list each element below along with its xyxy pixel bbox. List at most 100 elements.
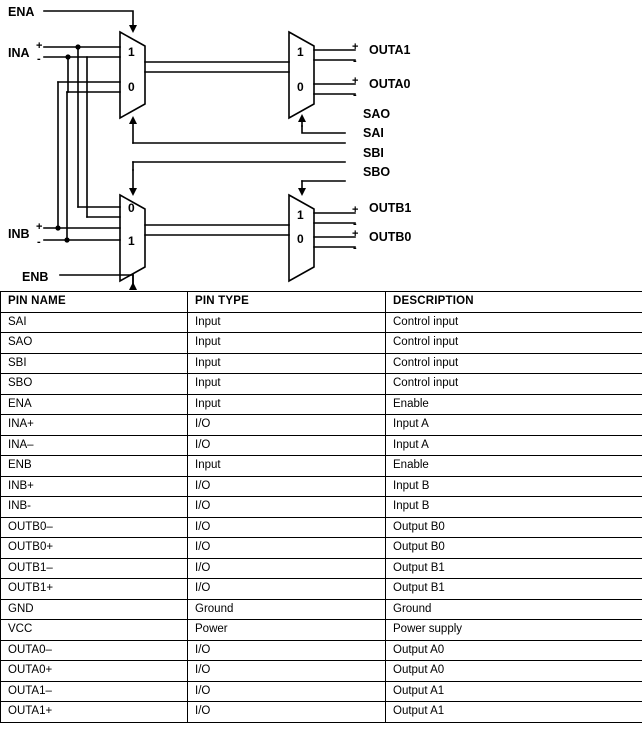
cell-description: Input B — [385, 475, 642, 497]
column-header-pin-type: PIN TYPE — [187, 291, 386, 313]
cell-pin-type: I/O — [187, 434, 386, 456]
cell-description: Enable — [385, 455, 642, 477]
cell-description: Control input — [385, 332, 642, 354]
cell-description: Output A1 — [385, 701, 642, 723]
mux-b1-sel-0: 0 — [128, 201, 135, 215]
label-sbo: SBO — [363, 165, 390, 179]
label-sai: SAI — [363, 126, 384, 140]
mux-a1-sel-1: 1 — [128, 45, 135, 59]
cell-pin-type: Input — [187, 373, 386, 395]
polarity-outb1-plus: + — [352, 204, 358, 216]
cell-pin-name: OUTA1– — [0, 680, 188, 702]
cell-pin-name: SAO — [0, 332, 188, 354]
cell-pin-type: Power — [187, 619, 386, 641]
cell-pin-type: I/O — [187, 475, 386, 497]
cell-pin-type: Input — [187, 393, 386, 415]
label-sbi: SBI — [363, 146, 384, 160]
cell-pin-name: INB+ — [0, 475, 188, 497]
mux-b2-sel-1: 1 — [297, 208, 304, 222]
cell-pin-name: SBI — [0, 352, 188, 374]
polarity-outa1-minus: - — [353, 55, 357, 67]
cell-pin-name: VCC — [0, 619, 188, 641]
cell-pin-name: OUTB1– — [0, 557, 188, 579]
cell-description: Output B0 — [385, 516, 642, 538]
cell-pin-type: I/O — [187, 496, 386, 518]
mux-a1-sel-0: 0 — [128, 80, 135, 94]
polarity-outb0-plus: + — [352, 228, 358, 240]
cell-pin-type: I/O — [187, 680, 386, 702]
cell-pin-name: GND — [0, 598, 188, 620]
cell-description: Control input — [385, 352, 642, 374]
cell-description: Output B0 — [385, 537, 642, 559]
cell-description: Input A — [385, 434, 642, 456]
cell-pin-type: I/O — [187, 578, 386, 600]
cell-pin-name: INB- — [0, 496, 188, 518]
cell-pin-type: Ground — [187, 598, 386, 620]
label-inb: INB — [8, 227, 30, 241]
cell-pin-type: I/O — [187, 639, 386, 661]
polarity-ina-minus: - — [37, 53, 41, 65]
column-header-pin-name: PIN NAME — [0, 291, 188, 313]
cell-pin-type: Input — [187, 332, 386, 354]
cell-pin-name: OUTA1+ — [0, 701, 188, 723]
polarity-outa0-plus: + — [352, 75, 358, 87]
cell-description: Input B — [385, 496, 642, 518]
block-diagram: 1 0 1 0 0 1 1 0 ENA INA INB ENB OUTA1 OU… — [0, 0, 642, 290]
polarity-inb-plus: + — [36, 221, 42, 233]
column-header-description: DESCRIPTION — [385, 291, 642, 313]
polarity-outa1-plus: + — [352, 41, 358, 53]
cell-pin-name: INA– — [0, 434, 188, 456]
cell-pin-name: OUTB1+ — [0, 578, 188, 600]
cell-pin-name: ENB — [0, 455, 188, 477]
cell-pin-type: Input — [187, 352, 386, 374]
label-enb: ENB — [22, 270, 48, 284]
cell-description: Control input — [385, 373, 642, 395]
label-ena: ENA — [8, 5, 34, 19]
cell-pin-name: OUTB0– — [0, 516, 188, 538]
cell-pin-type: I/O — [187, 537, 386, 559]
cell-pin-name: SBO — [0, 373, 188, 395]
diagram-wires — [43, 10, 356, 290]
cell-pin-name: SAI — [0, 311, 188, 333]
cell-pin-name: ENA — [0, 393, 188, 415]
cell-description: Output B1 — [385, 557, 642, 579]
cell-pin-type: Input — [187, 455, 386, 477]
cell-description: Output A0 — [385, 639, 642, 661]
cell-pin-name: INA+ — [0, 414, 188, 436]
cell-pin-type: Input — [187, 311, 386, 333]
cell-pin-name: OUTA0+ — [0, 660, 188, 682]
cell-description: Output A0 — [385, 660, 642, 682]
cell-description: Ground — [385, 598, 642, 620]
polarity-outb1-minus: - — [353, 218, 357, 230]
cell-description: Power supply — [385, 619, 642, 641]
table-header-row: PIN NAME PIN TYPE DESCRIPTION — [0, 291, 642, 313]
cell-description: Output A1 — [385, 680, 642, 702]
mux-b2-sel-0: 0 — [297, 232, 304, 246]
label-sao: SAO — [363, 107, 390, 121]
polarity-outa0-minus: - — [353, 89, 357, 101]
cell-description: Control input — [385, 311, 642, 333]
cell-description: Input A — [385, 414, 642, 436]
label-outa1: OUTA1 — [369, 43, 410, 57]
mux-a2-sel-0: 0 — [297, 80, 304, 94]
